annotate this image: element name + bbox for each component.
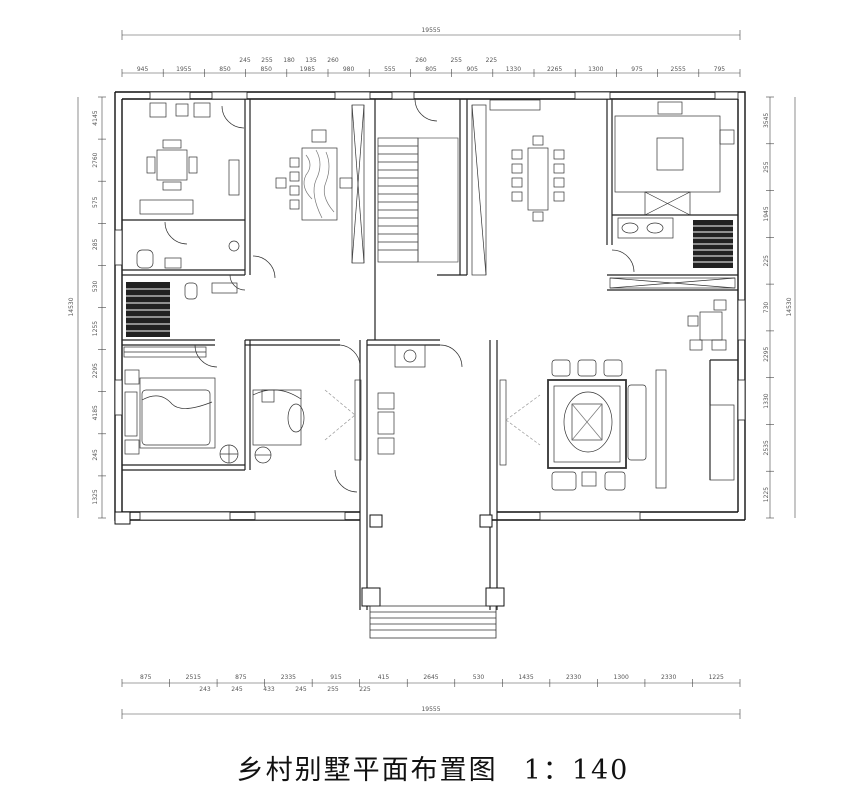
- top-segment-dimension: 945: [137, 66, 149, 73]
- bottom-segment-dimension: 875: [235, 674, 247, 681]
- right-segment-dimension: 1225: [763, 487, 770, 502]
- top-segment-dimension: 1985: [300, 66, 315, 73]
- top-sub-dimension: 260: [415, 57, 427, 64]
- dimension-labels: 19555 19555 945 1955 850 850 1985 980 555 805 905 1…: [68, 27, 793, 713]
- bottom-segment-dimension: 2330: [566, 674, 581, 681]
- top-segment-dimension: 975: [631, 66, 643, 73]
- right-segment-dimension: 2535: [763, 440, 770, 455]
- second-bedroom: [252, 389, 305, 464]
- bottom-segment-dimension: 530: [473, 674, 485, 681]
- top-segment-dimension: 1300: [588, 66, 603, 73]
- floor-plan: 19555 19555 945 1955 850 850 1985 980 555 805 905 1…: [68, 27, 796, 719]
- drawing-title: 乡村别墅平面布置图 1：140: [0, 748, 866, 787]
- top-segment-dimension: 2265: [547, 66, 562, 73]
- mahjong-room: [139, 102, 240, 215]
- top-segment-dimension: 850: [260, 66, 272, 73]
- dimension-lines: [77, 30, 796, 719]
- bottom-segment-dimension: 2515: [186, 674, 201, 681]
- bottom-segment-dimension: 2335: [281, 674, 296, 681]
- bottom-segment-dimension: 1225: [709, 674, 724, 681]
- top-sub-dimension: 180: [283, 57, 295, 64]
- bottom-sub-dimension: 245: [295, 686, 307, 693]
- plan-scale: 1：140: [523, 755, 630, 786]
- porch-columns: [114, 511, 505, 607]
- top-segment-dimension: 805: [425, 66, 437, 73]
- exterior-walls: [114, 91, 746, 521]
- windows: [114, 91, 746, 521]
- bottom-segment-dimension: 2645: [423, 674, 438, 681]
- entrance-steps: [369, 605, 497, 639]
- door-swings: [164, 98, 635, 493]
- bathroom-middle: [123, 282, 238, 358]
- left-segment-dimension: 4145: [92, 110, 99, 125]
- top-segment-dimension: 1955: [176, 66, 191, 73]
- bottom-segment-dimension: 1435: [518, 674, 533, 681]
- left-segment-dimension: 575: [92, 196, 99, 208]
- dining-room: [471, 99, 565, 276]
- bottom-segment-dimension: 415: [378, 674, 390, 681]
- top-sub-dimension: 225: [486, 57, 498, 64]
- right-segment-dimension: 225: [763, 255, 770, 267]
- top-segment-dimension: 1330: [506, 66, 521, 73]
- storage-shelves-lines: [126, 288, 170, 332]
- bathroom-upper: [136, 240, 240, 269]
- top-segment-dimension: 795: [714, 66, 726, 73]
- right-segment-dimension: 1945: [763, 206, 770, 221]
- left-segment-dimension: 1325: [92, 489, 99, 504]
- bottom-sub-dimension: 255: [327, 686, 339, 693]
- tea-corner: [687, 299, 727, 351]
- top-sub-dimension: 255: [261, 57, 273, 64]
- left-segment-dimension: 1255: [92, 321, 99, 336]
- top-overall-dimension: 19555: [421, 27, 440, 34]
- top-segment-dimension: 980: [343, 66, 355, 73]
- bottom-sub-dimension: 225: [359, 686, 371, 693]
- top-segment-dimension: 2555: [671, 66, 686, 73]
- left-segment-dimension: 2295: [92, 363, 99, 378]
- entrance-hall: [324, 344, 541, 466]
- study-room: [275, 104, 365, 264]
- bottom-sub-dimension: 245: [231, 686, 243, 693]
- right-segment-dimension: 1330: [763, 393, 770, 408]
- master-bedroom: [124, 369, 239, 464]
- living-room: [547, 359, 735, 491]
- interior-walls: [122, 99, 738, 610]
- bottom-overall-dimension: 19555: [421, 706, 440, 713]
- top-sub-dimension: 260: [327, 57, 339, 64]
- top-segment-dimension: 555: [384, 66, 396, 73]
- right-segment-dimension: 255: [763, 161, 770, 173]
- left-segment-dimension: 285: [92, 238, 99, 250]
- kitchen: [609, 101, 736, 289]
- left-overall-dimension: 14530: [68, 297, 75, 316]
- bottom-segment-dimension: 1300: [614, 674, 629, 681]
- left-segment-dimension: 2760: [92, 152, 99, 167]
- left-segment-dimension: 4185: [92, 405, 99, 420]
- top-sub-dimension: 245: [239, 57, 251, 64]
- top-segment-dimension: 850: [219, 66, 231, 73]
- right-overall-dimension: 14530: [786, 297, 793, 316]
- plan-title: 乡村别墅平面布置图: [236, 755, 498, 786]
- top-sub-dimension: 255: [450, 57, 462, 64]
- bottom-segment-dimension: 875: [140, 674, 152, 681]
- staircase: [377, 137, 459, 263]
- top-segment-dimension: 905: [466, 66, 478, 73]
- bottom-sub-dimension: 243: [199, 686, 211, 693]
- right-segment-dimension: 730: [763, 302, 770, 314]
- right-segment-dimension: 3545: [763, 113, 770, 128]
- left-segment-dimension: 530: [92, 281, 99, 293]
- kitchen-stair-treads: [693, 225, 733, 263]
- bottom-segment-dimension: 2330: [661, 674, 676, 681]
- left-segment-dimension: 245: [92, 449, 99, 461]
- bottom-segment-dimension: 915: [330, 674, 342, 681]
- top-sub-dimension: 135: [305, 57, 317, 64]
- bottom-sub-dimension: 433: [263, 686, 275, 693]
- right-segment-dimension: 2295: [763, 346, 770, 361]
